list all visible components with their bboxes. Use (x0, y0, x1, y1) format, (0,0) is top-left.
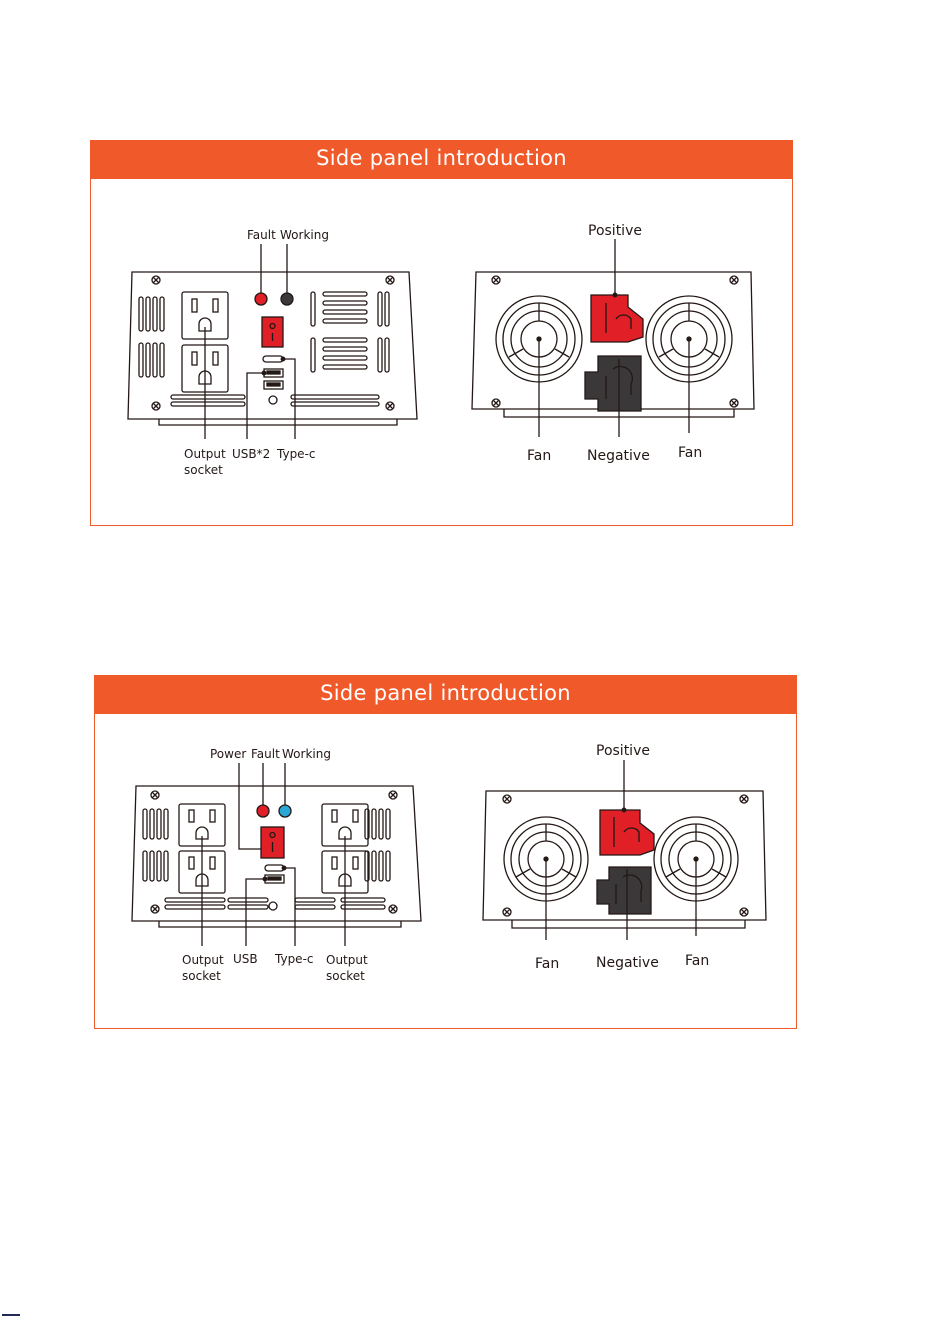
label-output-socket-right: Output (326, 953, 368, 967)
label-type-c: Type-c (274, 952, 314, 966)
label-fan-left: Fan (527, 448, 551, 464)
inverter-front-panel (128, 272, 417, 425)
label-fan-right: Fan (678, 445, 702, 461)
label-fault: Fault (247, 228, 276, 242)
label-output-socket: Output (184, 447, 226, 461)
page-edge-mark (2, 1314, 20, 1316)
label-fan-left: Fan (535, 956, 559, 972)
side-panel-2: Side panel introduction (94, 675, 797, 1029)
working-led-icon (279, 805, 291, 817)
label-fault: Fault (251, 747, 280, 761)
side-panel-1: Side panel introduction (90, 140, 793, 526)
label-negative: Negative (587, 448, 650, 464)
label-working: Working (280, 228, 329, 242)
label-output-socket-left-2: socket (182, 969, 221, 983)
label-positive: Positive (596, 743, 650, 759)
fault-led-icon (257, 805, 269, 817)
label-negative: Negative (596, 955, 659, 971)
label-usb: USB*2 (232, 447, 270, 461)
panel-1-diagram: Fault Working Output socket USB*2 Type-c… (91, 179, 791, 525)
label-fan-right: Fan (685, 953, 709, 969)
inverter-front-panel (132, 786, 421, 927)
label-output-socket-left: Output (182, 953, 224, 967)
panel-title: Side panel introduction (91, 141, 792, 179)
power-switch-icon (261, 827, 284, 858)
label-positive: Positive (588, 223, 642, 239)
power-switch-icon (262, 317, 283, 347)
fault-led-icon (255, 293, 267, 305)
panel-2-diagram: Power Fault Working Output socket USB Ty… (95, 714, 795, 1028)
label-usb: USB (233, 952, 258, 966)
working-led-icon (281, 293, 293, 305)
label-output-socket-2: socket (184, 463, 223, 477)
label-working: Working (282, 747, 331, 761)
label-power: Power (210, 747, 246, 761)
panel-title: Side panel introduction (95, 676, 796, 714)
label-output-socket-right-2: socket (326, 969, 365, 983)
label-type-c: Type-c (276, 447, 316, 461)
